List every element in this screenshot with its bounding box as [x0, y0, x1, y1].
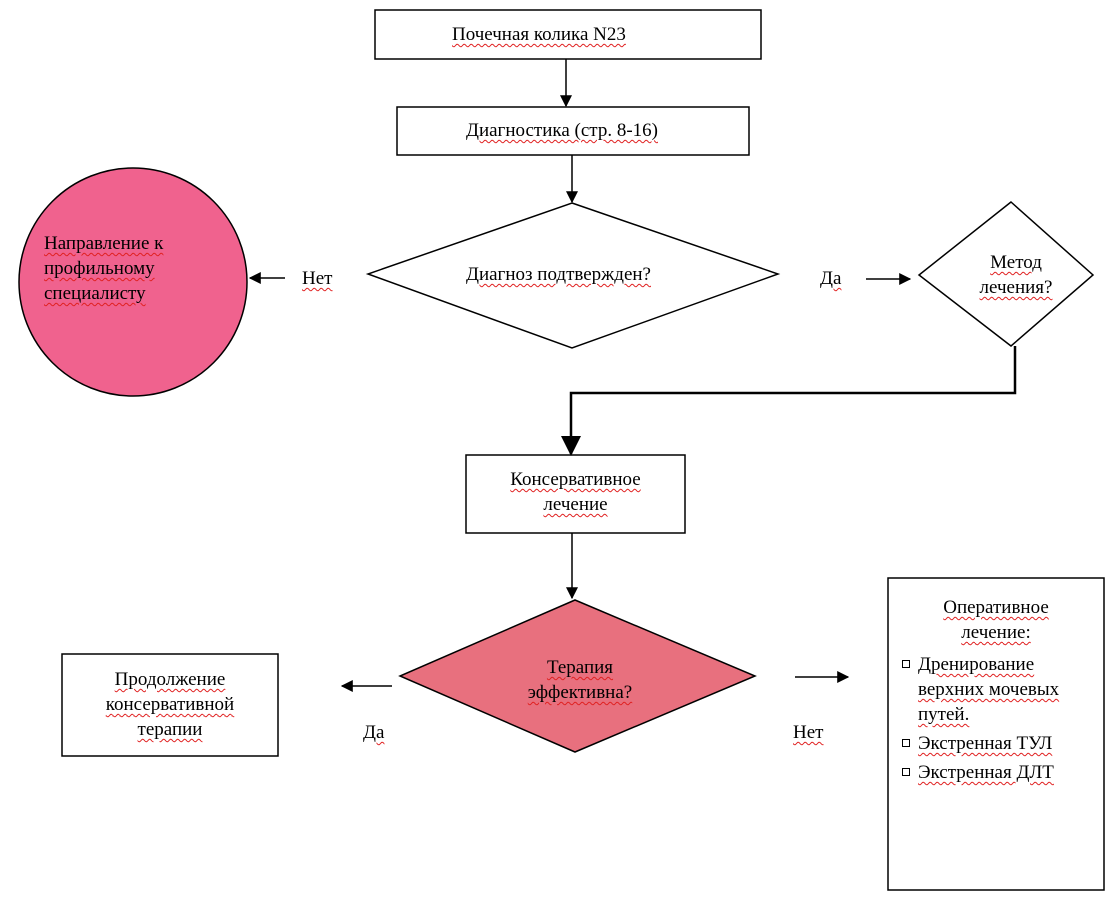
- operative-option: Дренирование верхних мочевых путей.: [902, 652, 1068, 727]
- edge-label-no-operative: Нет: [793, 722, 824, 743]
- renal-colic-label: Почечная колика N23: [452, 24, 626, 45]
- conservative-treatment-box: [465, 454, 686, 534]
- arrow-method-to-conservative: [561, 346, 1017, 456]
- edge-label-yes-continue: Да: [363, 722, 385, 743]
- continue-therapy-label-line-2: консервативной: [105, 694, 235, 715]
- conservative-label-line-1: Консервативное: [510, 469, 641, 490]
- diagnosis-confirmed-label: Диагноз подтвержден?: [466, 264, 651, 285]
- edge-label-yes-method: Да: [820, 268, 842, 289]
- continue-therapy-label-line-3: терапии: [137, 719, 203, 740]
- operative-option-text: Экстренная ДЛТ: [918, 762, 1054, 783]
- referral-label-line-3: специалисту: [44, 283, 146, 304]
- edge-label-no-referral: Нет: [302, 268, 333, 289]
- operative-title-line-2: лечение:: [961, 622, 1031, 643]
- diagnosis-confirmed-diamond: [365, 202, 781, 349]
- continue-therapy-label: Продолжение консервативной терапии: [62, 667, 278, 742]
- conservative-label-line-2: лечение: [543, 494, 608, 515]
- square-bullet-icon: [902, 768, 910, 776]
- treatment-method-label: Метод лечения?: [946, 250, 1086, 300]
- operative-option-text: Дренирование верхних мочевых путей.: [918, 654, 1060, 725]
- continue-therapy-box: [61, 653, 279, 757]
- therapy-effective-label-line-2: эффективна?: [527, 682, 633, 703]
- operative-option-text: Экстренная ТУЛ: [918, 733, 1053, 754]
- treatment-method-label-line-2: лечения?: [979, 277, 1053, 298]
- diagnostics-label: Диагностика (стр. 8-16): [466, 120, 658, 141]
- operative-option: Экстренная ТУЛ: [902, 731, 1068, 756]
- referral-circle: [18, 167, 248, 397]
- operative-treatment-box: [887, 577, 1105, 891]
- referral-label: Направление к профильному специалисту: [44, 231, 163, 306]
- referral-label-line-2: профильному: [44, 258, 155, 279]
- treatment-method-label-line-1: Метод: [990, 252, 1042, 273]
- square-bullet-icon: [902, 739, 910, 747]
- continue-therapy-label-line-1: Продолжение: [114, 669, 226, 690]
- renal-colic-box: [374, 9, 762, 60]
- diagnostics-box: [396, 106, 750, 156]
- referral-label-line-1: Направление к: [44, 233, 164, 254]
- conservative-label: Консервативное лечение: [466, 467, 685, 517]
- operative-title-line-1: Оперативное: [943, 597, 1049, 618]
- therapy-effective-diamond: [398, 599, 757, 753]
- therapy-effective-label: Терапия эффективна?: [490, 655, 670, 705]
- operative-options-list: Дренирование верхних мочевых путей. Экст…: [902, 652, 1102, 789]
- operative-title: Оперативное лечение:: [888, 595, 1104, 645]
- therapy-effective-label-line-1: Терапия: [546, 657, 614, 678]
- square-bullet-icon: [902, 660, 910, 668]
- treatment-method-diamond: [917, 201, 1095, 347]
- operative-option: Экстренная ДЛТ: [902, 760, 1108, 785]
